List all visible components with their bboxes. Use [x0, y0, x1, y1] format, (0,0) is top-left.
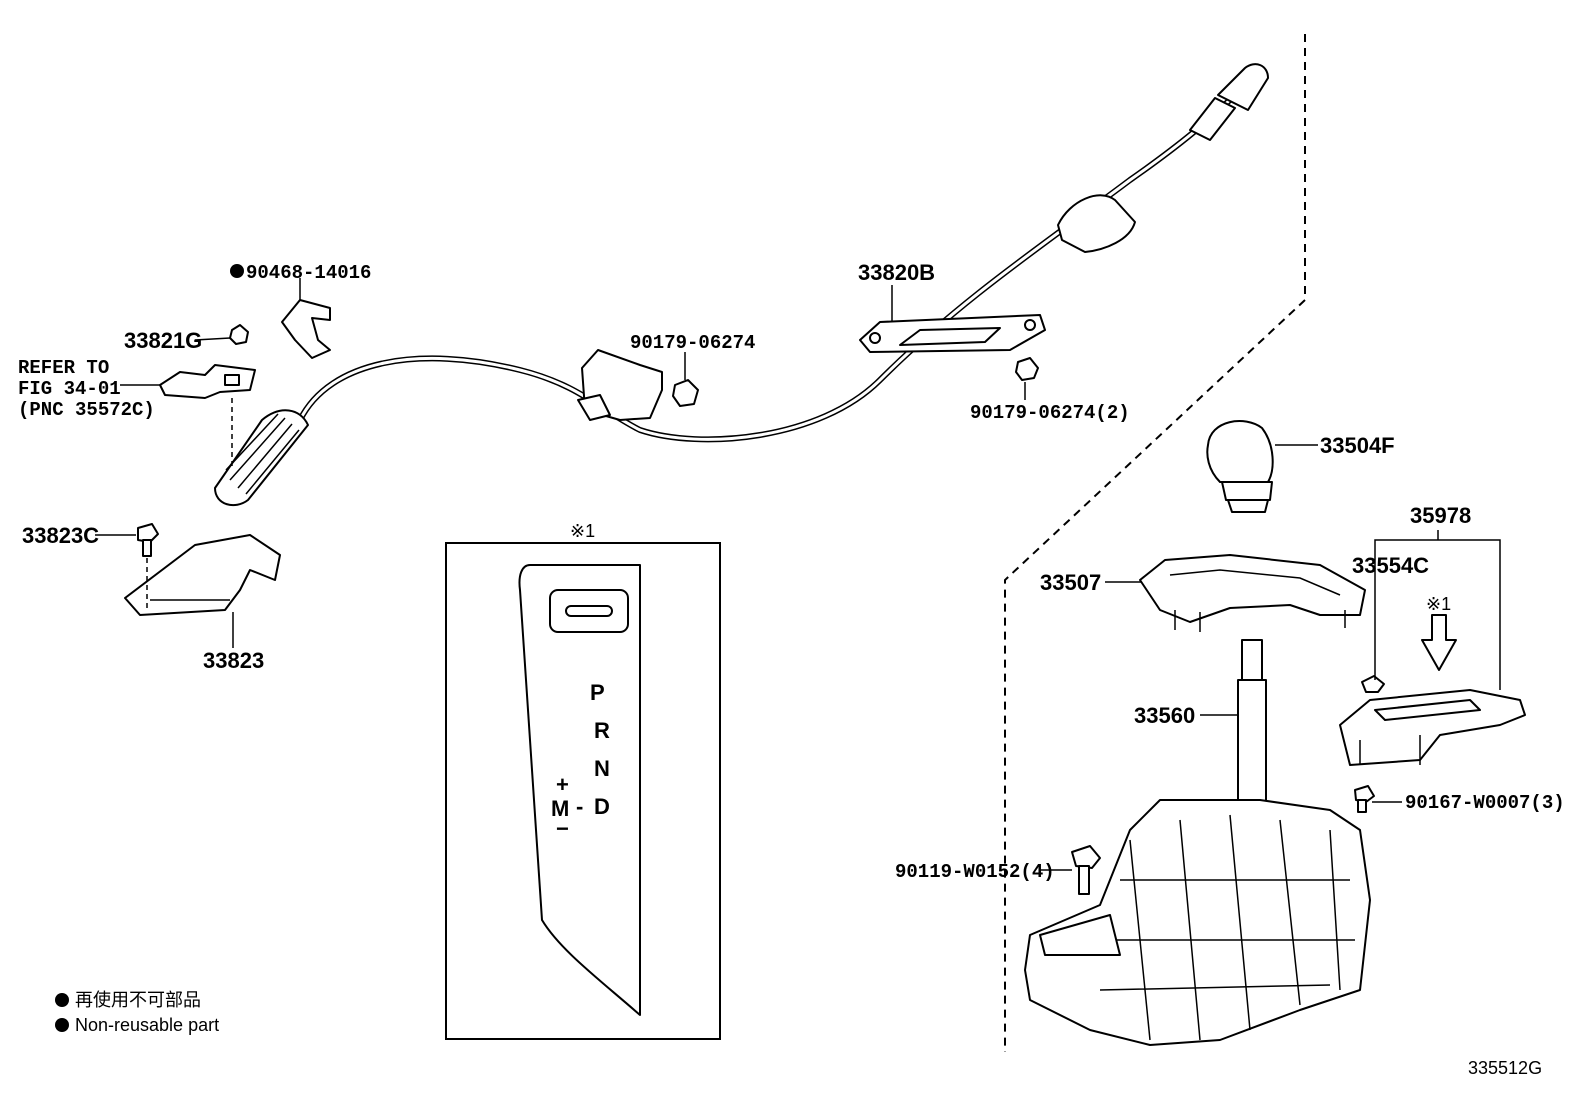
callout-33554c: 33554C	[1352, 553, 1429, 578]
gate-minus: −	[556, 816, 569, 841]
clip-33554c	[1361, 675, 1385, 693]
knob-33504f	[1206, 420, 1274, 513]
cover-35978	[1339, 689, 1526, 766]
callout-33823: 33823	[203, 648, 264, 673]
callout-33823c: 33823C	[22, 523, 99, 548]
dashed-boundary	[1004, 34, 1306, 1052]
shift-gate-plate	[518, 564, 641, 1016]
bracket-33820b	[859, 314, 1046, 353]
gate-dash: -	[576, 794, 583, 819]
bolt-33823c	[137, 523, 159, 557]
gate-n: N	[594, 756, 610, 781]
gate-m: M	[551, 796, 569, 821]
gate-p: P	[590, 680, 605, 705]
gate-r: R	[594, 718, 610, 743]
callout-refer-line2: FIG 34-01	[18, 378, 121, 400]
shift-cable	[214, 63, 1269, 507]
gate-d: D	[594, 794, 610, 819]
callout-90119-w0152-4: 90119-W0152(4)	[895, 861, 1055, 883]
ref-mark-inset: ※1	[570, 521, 595, 541]
legend-dot-2	[55, 1018, 69, 1032]
housing-33507	[1139, 554, 1366, 632]
bracket-refer	[159, 364, 256, 399]
down-arrow-icon	[1421, 614, 1457, 671]
leader-lines	[95, 278, 1402, 871]
gate-plus: +	[556, 772, 569, 797]
nut-90179a	[672, 379, 699, 407]
shift-base	[1024, 799, 1371, 1046]
callout-90179-06274-2: 90179-06274(2)	[970, 402, 1130, 424]
callout-33821g: 33821G	[124, 328, 202, 353]
bolt-90167	[1354, 785, 1375, 813]
non-reusable-dot	[230, 264, 244, 278]
callout-90167-w0007-3: 90167-W0007(3)	[1405, 792, 1565, 814]
callout-refer-line3: (PNC 35572C)	[18, 399, 155, 421]
callout-35978: 35978	[1410, 503, 1471, 528]
callout-33820b: 33820B	[858, 260, 935, 285]
bolt-90119	[1071, 845, 1101, 895]
ref-mark-arrow: ※1	[1426, 594, 1451, 614]
legend-japanese: 再使用不可部品	[75, 990, 201, 1010]
legend-english: Non-reusable part	[75, 1015, 219, 1035]
nut-90179b	[1015, 357, 1039, 381]
callout-90179-06274: 90179-06274	[630, 332, 755, 354]
gate-window-slot	[565, 605, 613, 617]
legend-dot-1	[55, 993, 69, 1007]
nut-33821g	[229, 324, 249, 345]
bracket-33823	[124, 534, 281, 616]
figure-id: 335512G	[1468, 1058, 1542, 1078]
callout-33560: 33560	[1134, 703, 1195, 728]
callout-33504f: 33504F	[1320, 433, 1395, 458]
callout-refer-line1: REFER TO	[18, 357, 109, 379]
callout-33507: 33507	[1040, 570, 1101, 595]
clip-90468	[281, 299, 331, 359]
callout-90468-14016: 90468-14016	[246, 262, 371, 284]
